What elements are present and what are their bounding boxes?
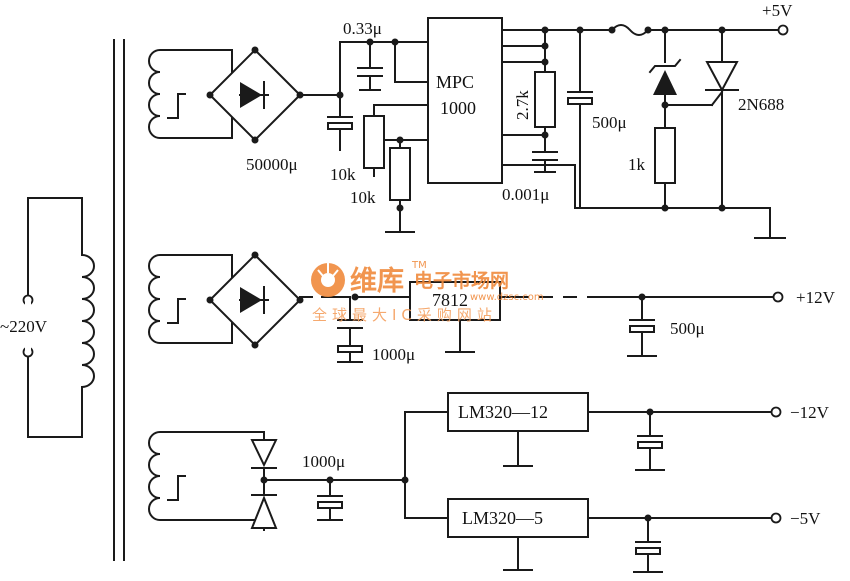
watermark: 维库 TM 电子市场网 www.dzsc.com 全球最大IC采购网站 [311,260,544,324]
capacitor-033u: 0.33μ [336,19,429,99]
ic-mpc-line1: MPC [436,72,474,92]
mains-input: ~220V [0,294,48,358]
diode-upper-icon [250,439,278,468]
thyristor-label: 2N688 [738,95,784,114]
res-10k-b-label: 10k [350,188,376,207]
cap-033-label: 0.33μ [343,19,382,38]
zener-diode [648,29,713,129]
regulator-lm320-5: LM320—5 −5V [447,498,821,571]
terminal-neg-5v[interactable] [770,512,782,524]
capacitor-500u-12v: 500μ [627,296,705,357]
res-1k-label: 1k [628,155,646,174]
ic-mpc1000: MPC 1000 [427,17,561,184]
res-10k-a-label: 10k [330,165,356,184]
zener-icon [653,70,677,95]
capacitor-50000u: 50000μ [246,94,353,174]
resistor-1k: 1k [628,127,676,209]
capacitor-500u-5v: 500μ [567,26,627,209]
bridge-rectifier-2 [184,251,304,349]
capacitor-1000u-b: 1000μ [302,452,345,521]
rail-5v: +5V [559,1,793,36]
watermark-slogan: 全球最大IC采购网站 [312,306,497,324]
watermark-logo-icon [311,263,345,297]
mains-label: ~220V [0,317,48,336]
ic-mpc-line2: 1000 [440,98,476,118]
resistor-2-7k: 2.7k [513,26,556,139]
regulator-7812: 7812 [409,281,501,353]
out-5v-label: +5V [762,1,793,20]
fuse-icon [610,24,650,36]
bridge-rectifier-1 [184,46,341,144]
ground-rail-5v [501,164,786,239]
capacitor-500u-n12v [635,411,665,471]
resistor-10k-b: 10k [350,136,429,233]
rail-12v: +12V [299,288,836,307]
terminal-12v[interactable] [772,291,784,303]
capacitor-1000u-a: 1000μ [337,296,415,364]
cap-1000-a-label: 1000μ [372,345,415,364]
capacitor-0001u: 0.001μ [502,134,558,204]
thyristor-icon [705,61,739,93]
cap-500-12v-label: 500μ [670,319,705,338]
reg-lm320-12-label: LM320—12 [458,402,548,422]
watermark-url: www.dzsc.com [470,292,544,303]
out-12v-label: +12V [796,288,836,307]
res-27k-label: 2.7k [513,90,532,120]
reg-lm320-5-label: LM320—5 [462,508,543,528]
watermark-brand: 维库 [350,266,404,297]
diode-lower-icon [250,495,278,529]
terminal-neg-12v[interactable] [770,406,782,418]
out-n5v-label: −5V [790,509,821,528]
thyristor-2n688: 2N688 [705,29,784,209]
reg-7812-label: 7812 [432,290,468,310]
half-wave-rectifier [184,431,406,531]
cap-1000-b-label: 1000μ [302,452,345,471]
cap-50000-label: 50000μ [246,155,298,174]
watermark-tm: TM [411,260,427,271]
cap-500-5v-label: 500μ [592,113,627,132]
regulator-lm320-12: LM320—12 −12V [447,392,830,467]
terminal-5v[interactable] [777,24,789,36]
capacitor-500u-n5v [633,517,663,573]
out-n12v-label: −12V [790,403,830,422]
transformer [27,39,186,561]
cap-0001-label: 0.001μ [502,185,549,204]
watermark-title: 电子市场网 [414,269,509,292]
resistor-10k-a: 10k [330,104,429,184]
split-rail [401,411,449,519]
